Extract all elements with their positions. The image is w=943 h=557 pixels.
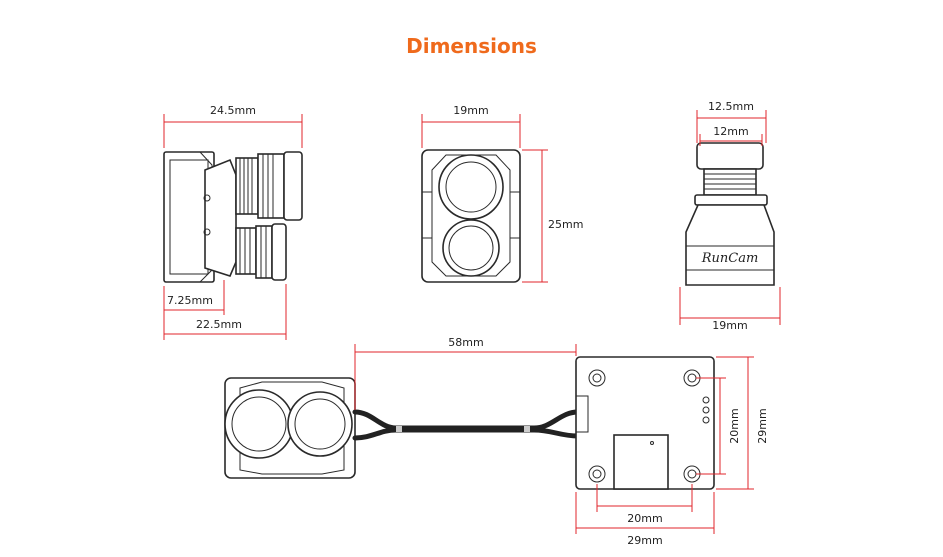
bottom-dimensions bbox=[354, 344, 754, 534]
rear-inner-lens-label: 12mm bbox=[713, 125, 748, 138]
rear-view-dimensions bbox=[679, 110, 781, 325]
board-height-label: 29mm bbox=[756, 408, 769, 443]
side-top-width-label: 24.5mm bbox=[210, 104, 256, 117]
page-title: Dimensions bbox=[406, 34, 537, 58]
side-bottom-width-label: 22.5mm bbox=[196, 318, 242, 331]
front-view-dimensions bbox=[421, 114, 548, 283]
processor-board bbox=[575, 356, 715, 490]
camera-module bbox=[224, 377, 356, 479]
board-width-label: 29mm bbox=[627, 534, 662, 547]
hole-spacing-h-label: 20mm bbox=[627, 512, 662, 525]
ribbon-cable bbox=[352, 409, 581, 441]
hole-spacing-v-label: 20mm bbox=[728, 408, 741, 443]
side-view-dimensions bbox=[163, 114, 303, 340]
front-height-label: 25mm bbox=[548, 218, 583, 231]
runcam-logo: RunCam bbox=[701, 251, 759, 266]
side-view bbox=[163, 151, 303, 283]
front-view bbox=[421, 149, 521, 283]
rear-view bbox=[685, 142, 775, 286]
side-offset-label: 7.25mm bbox=[167, 294, 213, 307]
cable-length-label: 58mm bbox=[448, 336, 483, 349]
rear-width-label: 19mm bbox=[712, 319, 747, 332]
front-width-label: 19mm bbox=[453, 104, 488, 117]
rear-outer-lens-label: 12.5mm bbox=[708, 100, 754, 113]
